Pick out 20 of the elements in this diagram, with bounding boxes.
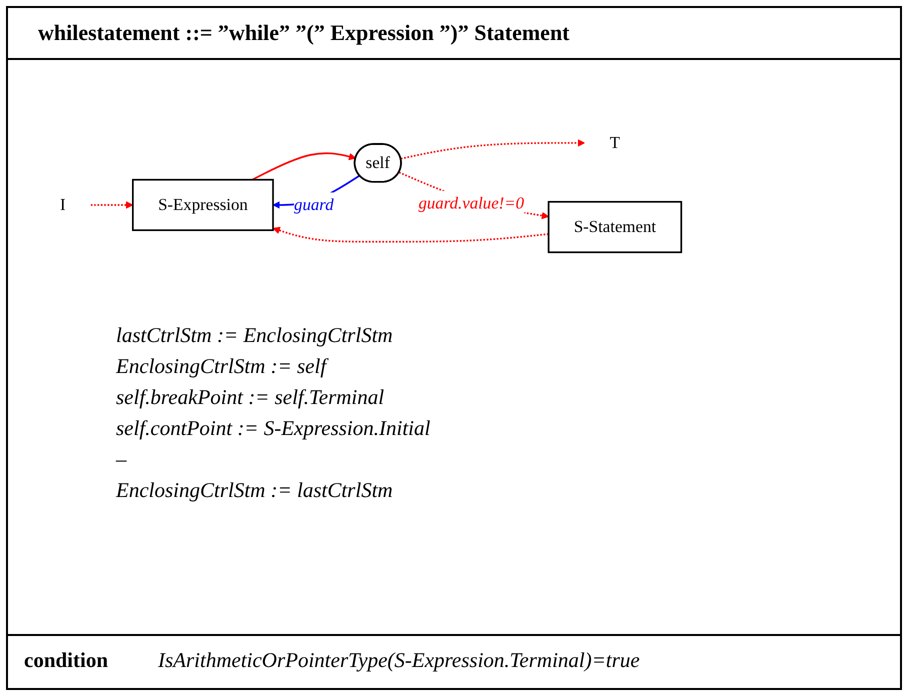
node-text: T: [610, 134, 620, 152]
edge-label: guard: [294, 196, 334, 214]
assignment-text: EnclosingCtrlStm := lastCtrlStm: [116, 477, 393, 504]
node-box: S-Expression: [132, 178, 274, 232]
grammar-rule-heading: whilestatement ::= ”while” ”(” Expression ”)” Statement: [38, 20, 570, 46]
edge-label: guard.value!=0: [418, 194, 524, 213]
assignment-text: self.contPoint := S-Expression.Initial: [116, 415, 430, 442]
node-text: I: [60, 196, 66, 214]
arrow: [398, 172, 549, 220]
arrow: [400, 139, 585, 160]
node-box: S-Statement: [548, 200, 682, 254]
arrow: [272, 226, 549, 243]
assignment-text: EnclosingCtrlStm := self: [116, 353, 326, 380]
assignment-text: lastCtrlStm := EnclosingCtrlStm: [116, 322, 393, 349]
assignment-text: self.breakPoint := self.Terminal: [116, 384, 384, 411]
condition-expression: IsArithmeticOrPointerType(S-Expression.Terminal)=true: [158, 648, 640, 673]
condition-keyword: condition: [24, 648, 108, 673]
separator-dash: –: [116, 446, 126, 473]
arrow: [90, 201, 134, 209]
arrow: [252, 152, 356, 180]
